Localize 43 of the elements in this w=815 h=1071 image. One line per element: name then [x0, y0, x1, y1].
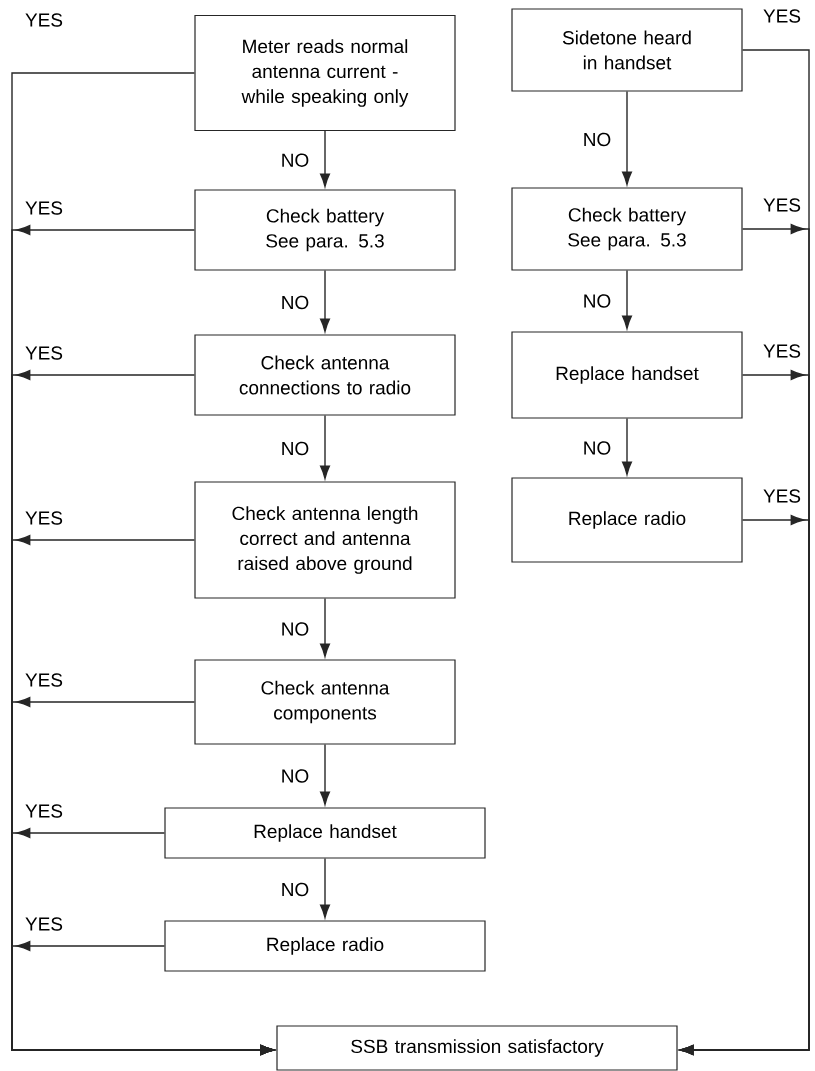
edge-label: NO — [279, 294, 311, 311]
arrow — [319, 857, 331, 918]
arrow — [11, 940, 274, 1056]
edge-label: NO — [279, 152, 311, 168]
arrow — [319, 743, 331, 805]
process-box: Check battery See para. 5.3 — [194, 189, 456, 271]
edge-label: YES — [24, 672, 64, 688]
edge-label: YES — [24, 916, 64, 932]
arrow — [621, 90, 633, 185]
arrow — [319, 130, 331, 187]
process-box: Meter reads normal antenna current - while speaking only — [194, 14, 456, 132]
arrow — [621, 269, 633, 329]
process-box: Replace radio — [164, 920, 486, 972]
arrow — [319, 414, 331, 479]
edge-label: YES — [762, 8, 802, 24]
edge-label: YES — [24, 345, 64, 361]
edge-label: NO — [279, 440, 311, 457]
edge-label: YES — [24, 803, 64, 819]
edge-label: YES — [762, 488, 802, 504]
edge-label: YES — [24, 510, 64, 526]
process-box: SSB transmission satisfactory — [276, 1025, 678, 1071]
process-box: Replace radio — [511, 477, 743, 563]
process-box: Check battery See para. 5.3 — [511, 187, 743, 271]
process-box: Replace handset — [511, 331, 743, 419]
edge-label: NO — [279, 768, 311, 784]
process-box: Replace handset — [164, 807, 486, 859]
process-box: Check antenna length correct and antenna raised above ground — [194, 481, 456, 599]
edge-label: YES — [762, 343, 802, 359]
edge-label: YES — [24, 12, 64, 28]
process-box: Sidetone heard in handset — [511, 8, 743, 92]
edge-label: NO — [581, 293, 613, 309]
edge-label: NO — [581, 440, 613, 456]
edge-label: NO — [279, 621, 311, 637]
process-box: Check antenna connections to radio — [194, 334, 456, 416]
arrow — [621, 417, 633, 475]
arrow — [680, 514, 810, 1056]
edge-label: YES — [762, 197, 802, 213]
process-box: Check antenna components — [194, 659, 456, 745]
edge-label: NO — [279, 881, 311, 898]
edge-label: NO — [581, 131, 613, 148]
arrow — [319, 269, 331, 332]
edge-label: YES — [24, 200, 64, 216]
arrow — [319, 597, 331, 657]
